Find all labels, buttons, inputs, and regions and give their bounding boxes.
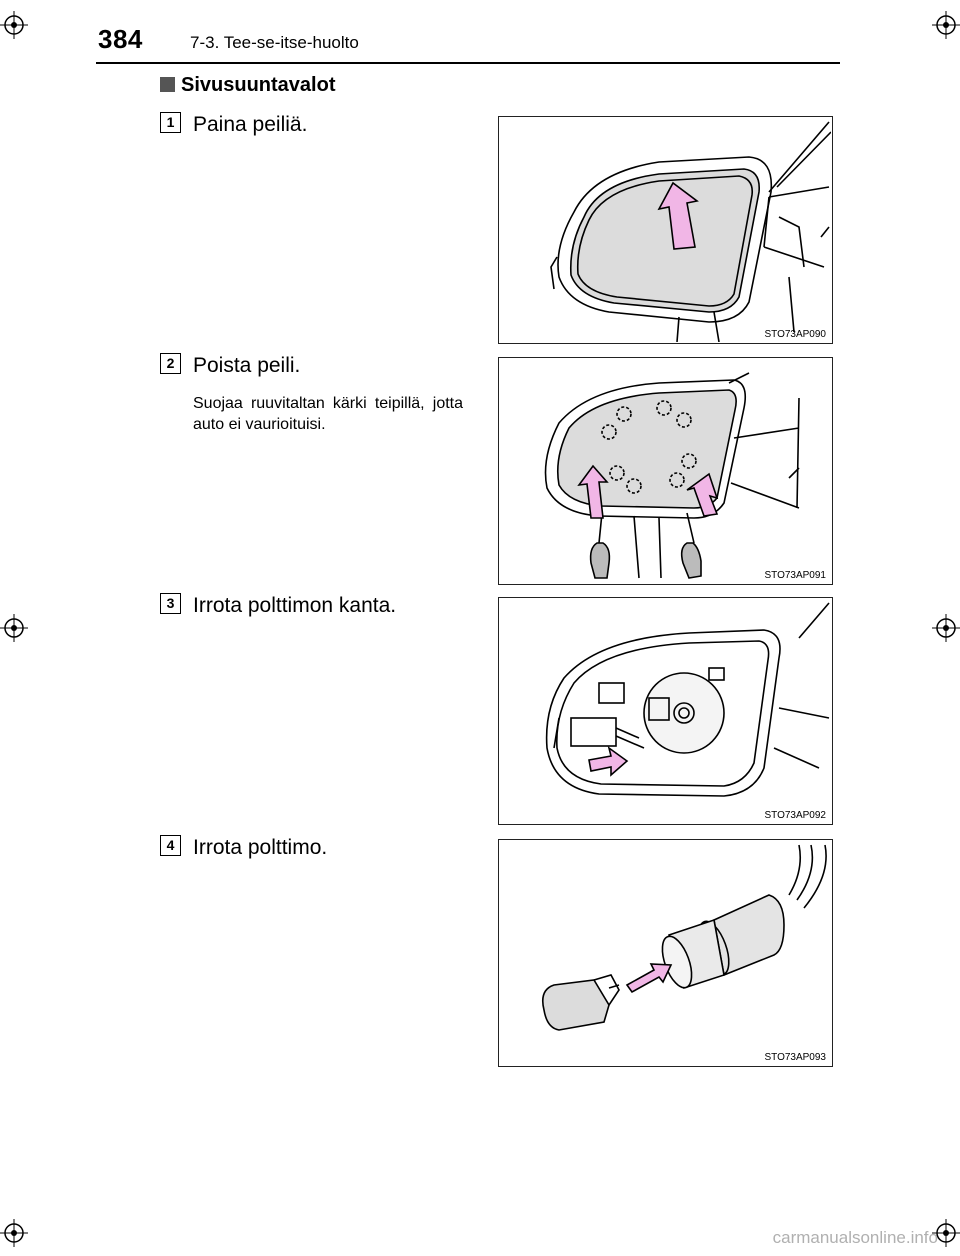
step-3-badge: 3 — [160, 593, 181, 614]
figure-code-2: STO73AP091 — [764, 570, 826, 581]
registration-mark-icon — [932, 11, 960, 39]
figure-code-1: STO73AP090 — [764, 329, 826, 340]
mirror-push-illustration — [550, 121, 831, 342]
step-1-text: Paina peiliä. — [193, 113, 308, 136]
step-2-figure: STO73AP091 — [498, 357, 833, 585]
registration-mark-icon — [0, 614, 28, 642]
section-title-text: Sivusuuntavalot — [181, 74, 336, 96]
figure-code-3: STO73AP092 — [764, 810, 826, 821]
step-2-text: Poista peili. — [193, 354, 301, 377]
registration-mark-icon — [932, 614, 960, 642]
step-4-figure: STO73AP093 — [498, 839, 833, 1067]
step-4-text: Irrota polttimo. — [193, 836, 328, 859]
step-1-figure: STO73AP090 — [498, 116, 833, 344]
bulb-socket-illustration — [545, 602, 830, 797]
header-rule — [96, 62, 840, 64]
step-4-badge: 4 — [160, 835, 181, 856]
step-3-figure: STO73AP092 — [498, 597, 833, 825]
page-number: 384 — [98, 24, 143, 54]
section-title: Sivusuuntavalot — [160, 74, 335, 97]
registration-mark-icon — [0, 1219, 28, 1247]
bulb-removal-illustration — [541, 844, 827, 1031]
bullet-square-icon — [160, 77, 175, 92]
registration-mark-icon — [0, 11, 28, 39]
step-2-note: Suojaa ruuvitaltan kärki teipillä, jotta… — [193, 395, 463, 433]
mirror-removal-illustration — [544, 372, 800, 579]
step-2-badge: 2 — [160, 353, 181, 374]
watermark[interactable]: carmanualsonline.info — [772, 1228, 938, 1247]
figure-code-4: STO73AP093 — [764, 1052, 826, 1063]
registration-mark-icon — [932, 1219, 960, 1247]
section-path: 7-3. Tee-se-itse-huolto — [190, 33, 359, 52]
step-1-badge: 1 — [160, 112, 181, 133]
step-3-text: Irrota polttimon kanta. — [193, 594, 397, 617]
